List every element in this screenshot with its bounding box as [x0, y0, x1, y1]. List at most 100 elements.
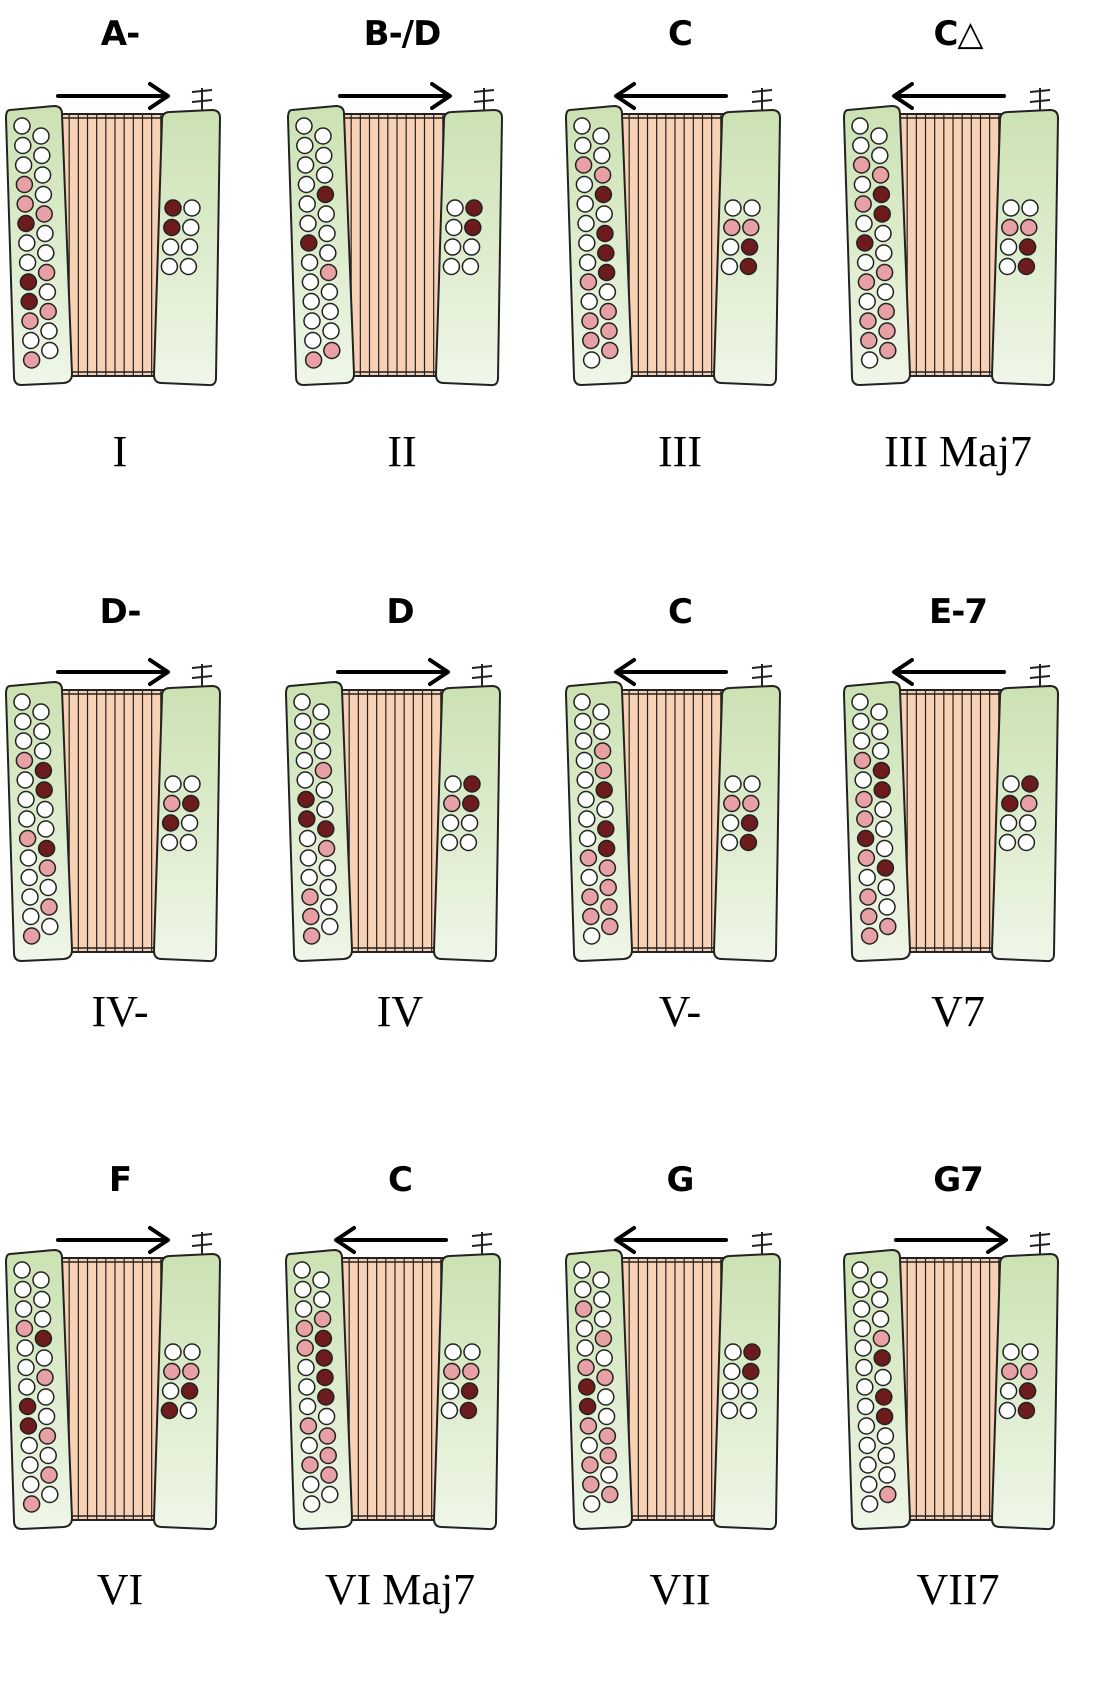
degree-label: IV	[280, 986, 520, 1037]
treble-button	[595, 1331, 611, 1347]
accordion	[0, 1222, 240, 1552]
treble-button	[37, 802, 53, 818]
treble-button	[19, 1379, 35, 1395]
treble-button	[578, 1360, 594, 1376]
treble-button	[853, 138, 869, 154]
chord-symbol: G7	[838, 1160, 1078, 1200]
treble-button	[42, 343, 58, 359]
treble-button	[599, 841, 615, 857]
treble-button	[861, 909, 877, 925]
treble-button	[319, 860, 335, 876]
treble-button	[856, 1360, 872, 1376]
treble-button	[856, 216, 872, 232]
treble-button	[593, 128, 609, 144]
bass-button	[744, 200, 760, 216]
treble-button	[17, 772, 33, 788]
treble-button	[315, 743, 331, 759]
bass-button	[180, 835, 196, 851]
treble-button	[24, 1496, 40, 1512]
treble-button	[302, 1457, 318, 1473]
treble-button	[602, 919, 618, 935]
bass-button	[1018, 259, 1034, 275]
treble-button	[300, 1399, 316, 1415]
bass-button	[164, 220, 180, 236]
chord-diagram-9: F VI	[0, 1160, 276, 1700]
treble-button	[16, 1321, 32, 1337]
bass-button	[463, 796, 479, 812]
treble-button	[874, 206, 890, 222]
chord-symbol: A-	[0, 14, 240, 54]
treble-button	[858, 1418, 874, 1434]
treble-button	[583, 1477, 599, 1493]
treble-button	[581, 294, 597, 310]
treble-button	[37, 226, 53, 242]
treble-button	[21, 1438, 37, 1454]
strap-buckle-bar	[474, 90, 494, 92]
treble-button	[296, 1301, 312, 1317]
chord-diagram-2: B-/D II	[282, 0, 558, 540]
strap-buckle-bar	[472, 1244, 492, 1246]
bass-button	[725, 200, 741, 216]
treble-button	[582, 889, 598, 905]
treble-button	[877, 265, 893, 281]
treble-button	[301, 870, 317, 886]
treble-button	[574, 1262, 590, 1278]
treble-button	[36, 206, 52, 222]
treble-button	[854, 177, 870, 193]
treble-button	[576, 753, 592, 769]
accordion	[0, 654, 240, 984]
bass-button	[161, 259, 177, 275]
treble-button	[22, 313, 38, 329]
treble-button	[599, 1428, 615, 1444]
bass-button	[740, 1403, 756, 1419]
treble-button	[302, 255, 318, 271]
bass-button	[1022, 776, 1038, 792]
treble-button	[875, 226, 891, 242]
treble-button	[321, 265, 337, 281]
bass-button	[743, 796, 759, 812]
treble-button	[583, 333, 599, 349]
bass-button	[443, 815, 459, 831]
treble-button	[20, 850, 36, 866]
treble-button	[300, 850, 316, 866]
bass-button	[724, 220, 740, 236]
treble-button	[878, 1448, 894, 1464]
treble-button	[594, 724, 610, 740]
accordion	[282, 78, 522, 408]
bass-button	[1022, 200, 1038, 216]
accordion	[560, 78, 800, 408]
bass-button	[184, 776, 200, 792]
treble-button	[299, 1379, 315, 1395]
bass-button	[1003, 1344, 1019, 1360]
treble-button	[17, 196, 33, 212]
treble-button	[294, 694, 310, 710]
treble-button	[20, 274, 36, 290]
treble-button	[599, 1409, 615, 1425]
chord-symbol: F	[0, 1160, 240, 1200]
bass-button	[445, 1344, 461, 1360]
bass-button	[1001, 239, 1017, 255]
bass-button	[462, 1383, 478, 1399]
treble-button	[302, 274, 318, 290]
strap-buckle-bar	[752, 90, 772, 92]
bass-button	[183, 796, 199, 812]
treble-button	[19, 235, 35, 251]
treble-button	[38, 1389, 54, 1405]
bass-button	[1021, 796, 1037, 812]
treble-button	[877, 860, 893, 876]
accordion	[280, 1222, 520, 1552]
treble-button	[40, 880, 56, 896]
treble-button	[598, 821, 614, 837]
treble-button	[316, 782, 332, 798]
treble-button	[880, 919, 896, 935]
treble-button	[577, 196, 593, 212]
treble-button	[597, 1370, 613, 1386]
treble-button	[305, 333, 321, 349]
bass-button	[446, 220, 462, 236]
treble-button	[20, 831, 36, 847]
treble-button	[877, 1428, 893, 1444]
treble-button	[875, 1370, 891, 1386]
treble-button	[297, 138, 313, 154]
treble-button	[852, 694, 868, 710]
treble-button	[320, 1448, 336, 1464]
